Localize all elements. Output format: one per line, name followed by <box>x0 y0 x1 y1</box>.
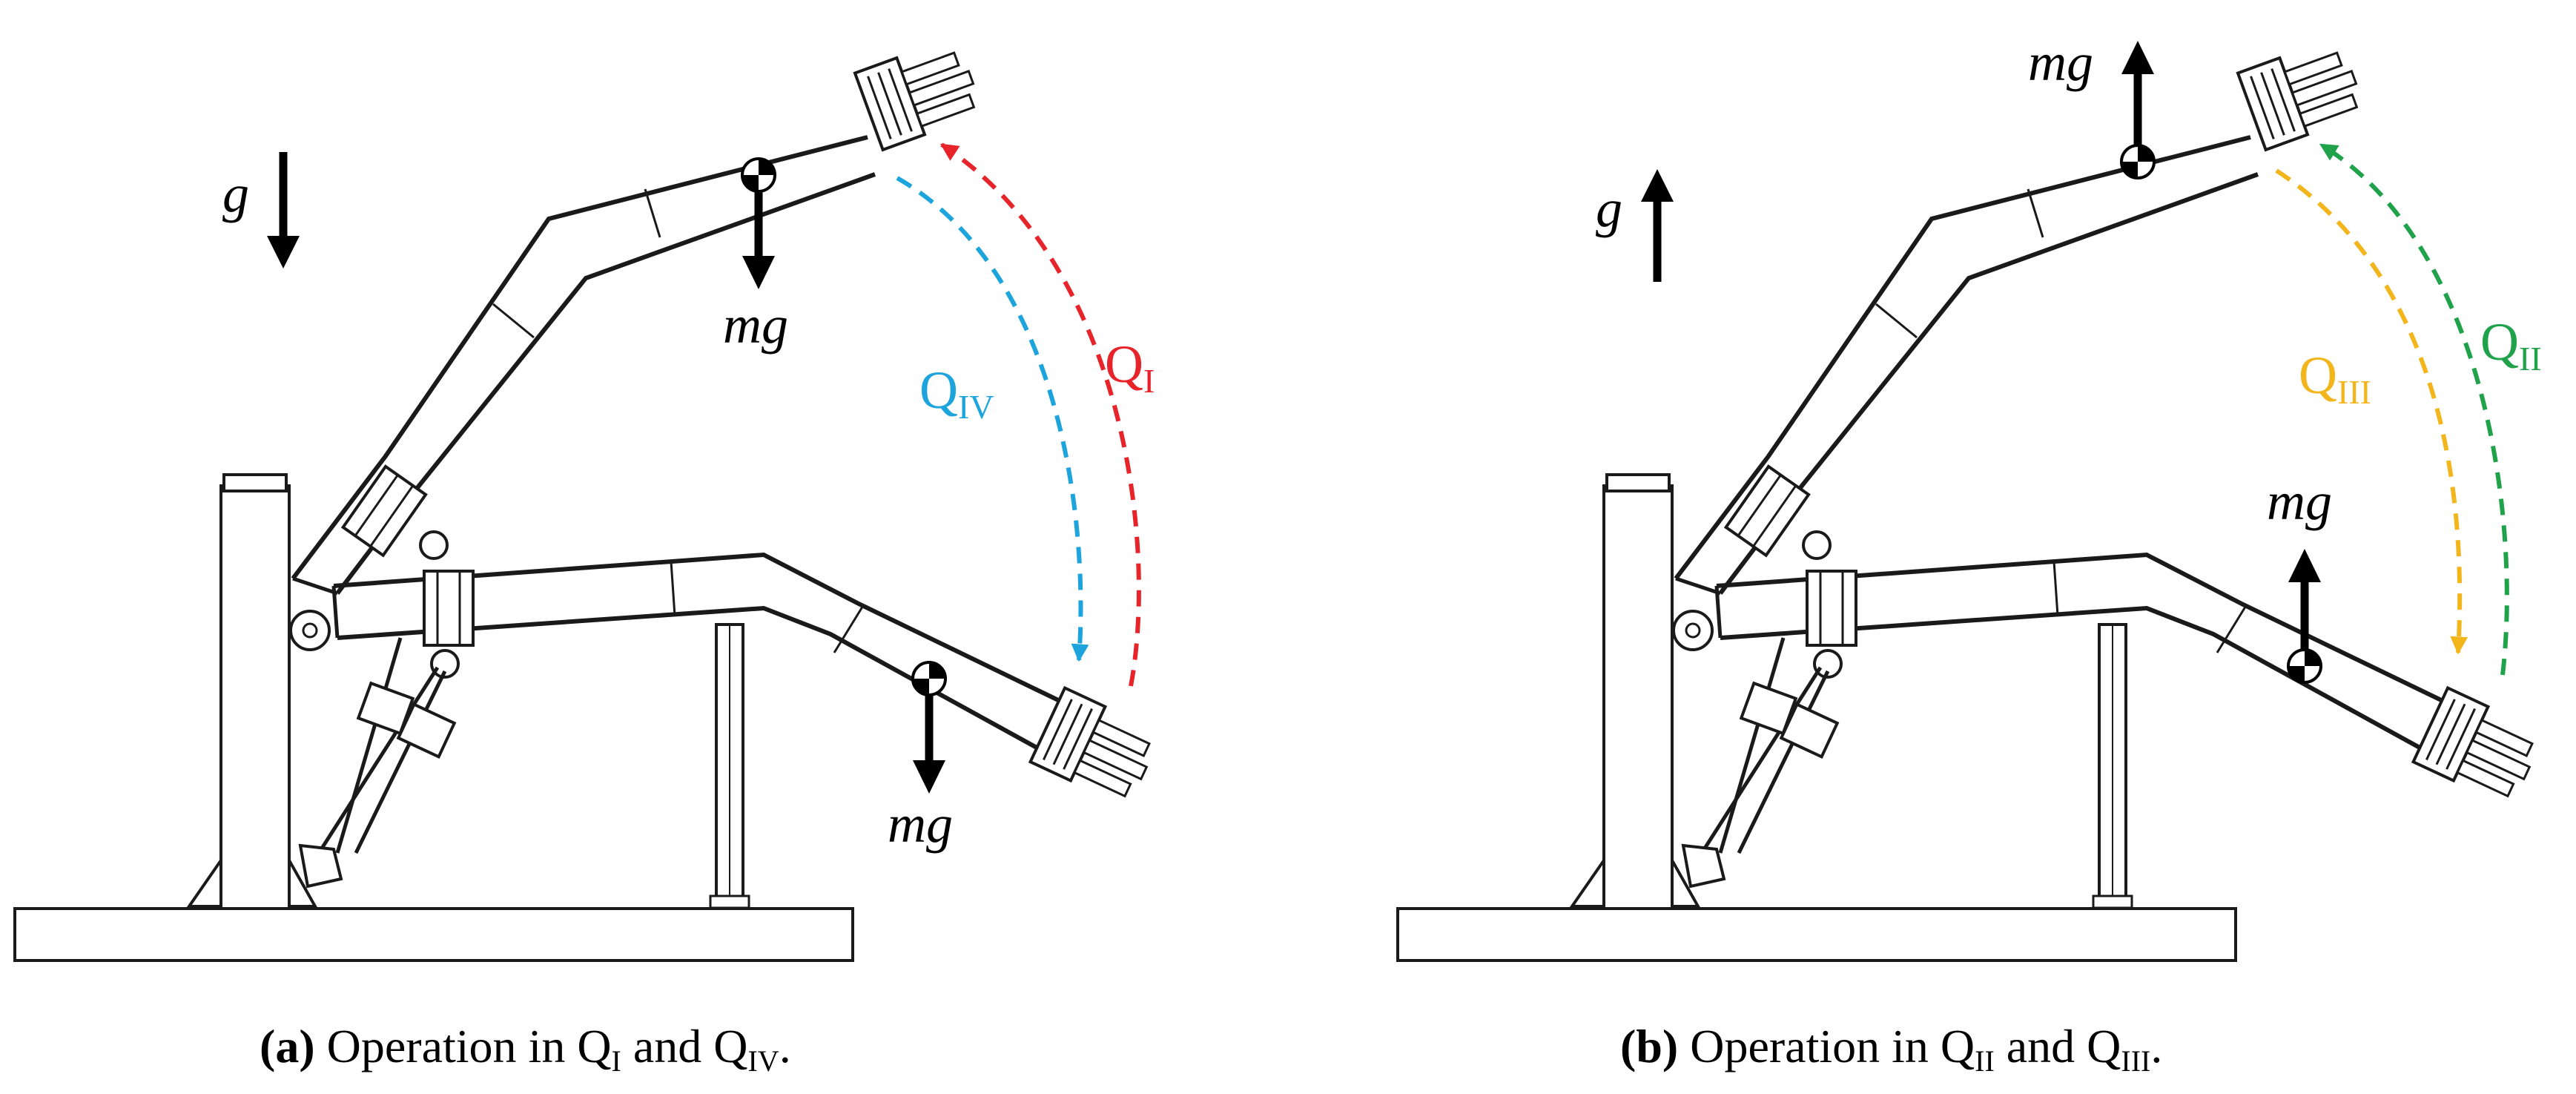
test-rig-drawing <box>1398 36 2545 960</box>
arrow-head-icon <box>2121 41 2154 74</box>
panel-b: g mg mg QII QIII (b) Operation in QII an… <box>1398 33 2545 1078</box>
q2-label: QII <box>2480 312 2542 378</box>
q3-path <box>2275 168 2468 655</box>
q1-path <box>939 142 1141 687</box>
gravity-label: g <box>222 164 249 223</box>
lower-weight-label: mg <box>888 794 953 854</box>
caption-a: (a) Operation in QI and QIV. <box>260 1020 791 1078</box>
q1-label: QI <box>1105 335 1155 400</box>
center-of-mass-icon <box>741 157 776 193</box>
caption-b: (b) Operation in QII and QIII. <box>1620 1020 2162 1078</box>
q4-label: QIV <box>919 360 994 426</box>
gravity-indicator: g <box>1596 169 1674 282</box>
arrow-head-icon <box>742 256 775 289</box>
upper-weight-label: mg <box>2028 33 2093 92</box>
center-of-mass-icon <box>911 661 947 696</box>
center-of-mass-icon <box>2287 648 2322 684</box>
q4-path <box>896 176 1089 662</box>
arrow-head-icon <box>267 236 300 268</box>
lower-weight-label: mg <box>2267 472 2332 531</box>
panel-a: g mg mg QI QIV (a) Operation in QI and Q… <box>15 36 1162 1078</box>
arrow-head-icon <box>2288 549 2321 582</box>
q3-label: QIII <box>2299 346 2371 411</box>
gravity-label: g <box>1596 179 1622 238</box>
arrow-head-icon <box>913 760 945 794</box>
test-rig-drawing <box>15 36 1162 960</box>
gravity-indicator: g <box>222 152 300 268</box>
arrow-head-icon <box>1641 169 1674 202</box>
center-of-mass-icon <box>2120 144 2156 179</box>
upper-weight-label: mg <box>723 295 788 355</box>
